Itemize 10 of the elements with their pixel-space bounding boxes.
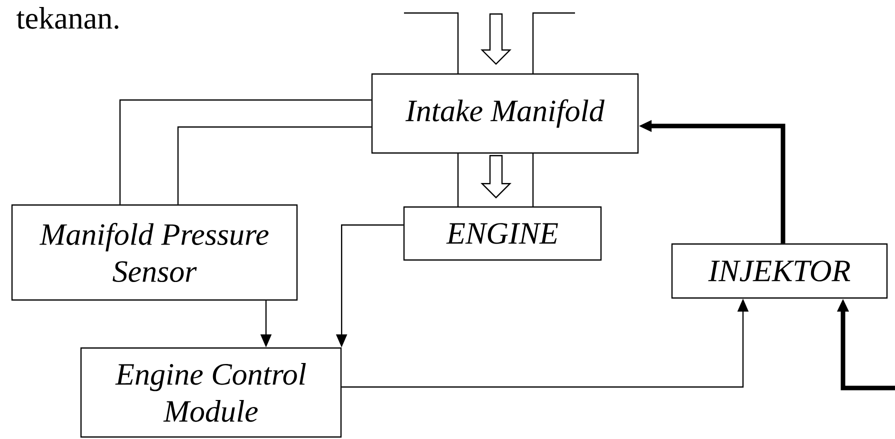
process-box: Intake Manifold: [371, 73, 639, 154]
process-box: INJEKTOR: [671, 243, 888, 299]
connector-line: [119, 99, 372, 204]
hollow-arrow: [480, 13, 512, 65]
hollow-arrow: [480, 155, 512, 198]
process-box: ENGINE: [403, 206, 602, 261]
process-box: Manifold Pressure Sensor: [11, 204, 298, 301]
connector-line: [177, 126, 372, 204]
caption-text: tekanan.: [16, 7, 118, 29]
process-box: Engine Control Module: [80, 347, 342, 438]
